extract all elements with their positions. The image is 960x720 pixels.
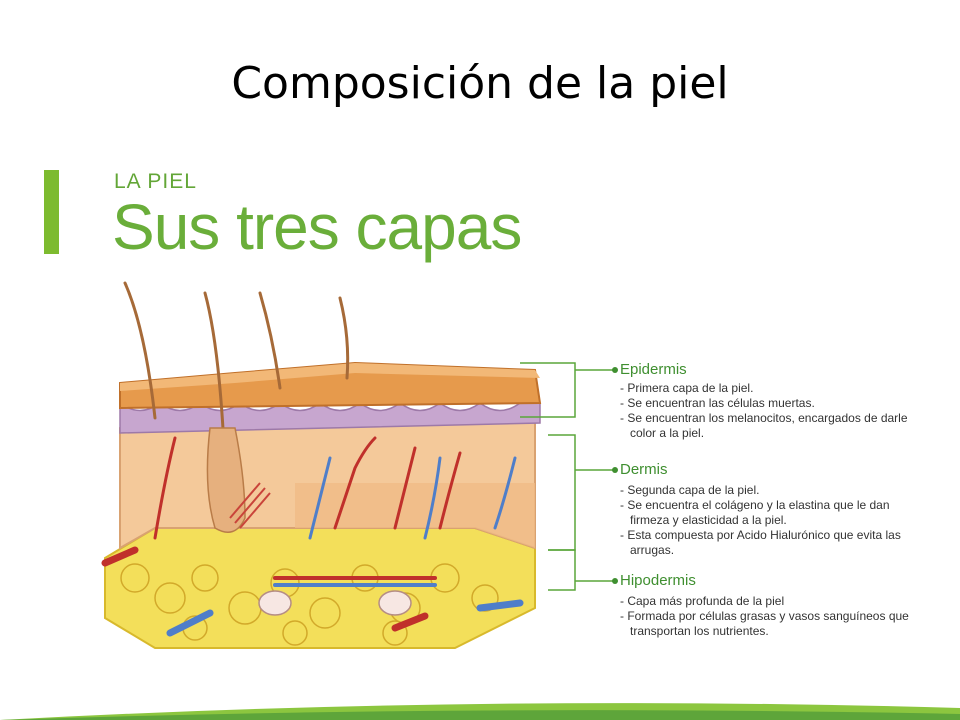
skin-cross-section-illustration [101, 281, 542, 649]
note: Formada por células grasas y vasos sangu… [620, 609, 920, 639]
note: Se encuentran las células muertas. [620, 396, 930, 411]
note: Capa más profunda de la piel [620, 594, 920, 609]
epidermis-surface [120, 363, 540, 391]
hair-follicle [206, 427, 246, 533]
accent-bar [44, 170, 59, 254]
decorative-bottom-wave [0, 703, 960, 720]
layer-notes: Primera capa de la piel. Se encuentran l… [620, 381, 930, 441]
sweat-gland [378, 590, 412, 616]
brand-headline: Sus tres capas [112, 191, 522, 263]
note: Se encuentra el colágeno y la elastina q… [620, 498, 930, 528]
layer-notes: Capa más profunda de la piel Formada por… [620, 594, 920, 639]
slide-title: Composición de la piel [231, 58, 729, 109]
layer-annotations: Epidermis Primera capa de la piel. Se en… [520, 355, 940, 645]
layer-name: Hipodermis [620, 572, 696, 589]
layer-notes: Segunda capa de la piel. Se encuentra el… [620, 483, 930, 558]
brand-kicker: LA PIEL [114, 170, 197, 193]
arrector-pili-muscle [229, 482, 271, 529]
blood-vessels [153, 436, 517, 587]
note: Esta compuesta por Acido Hialurónico que… [620, 528, 930, 558]
sweat-gland [258, 590, 292, 616]
dermis-front-face [295, 483, 535, 548]
note: Primera capa de la piel. [620, 381, 930, 396]
layer-name: Dermis [620, 461, 668, 478]
vessel-ends [101, 546, 524, 637]
note: Segunda capa de la piel. [620, 483, 930, 498]
bracket-lines [520, 362, 618, 591]
note: Se encuentran los melanocitos, encargado… [620, 411, 930, 441]
layer-name: Epidermis [620, 361, 687, 378]
